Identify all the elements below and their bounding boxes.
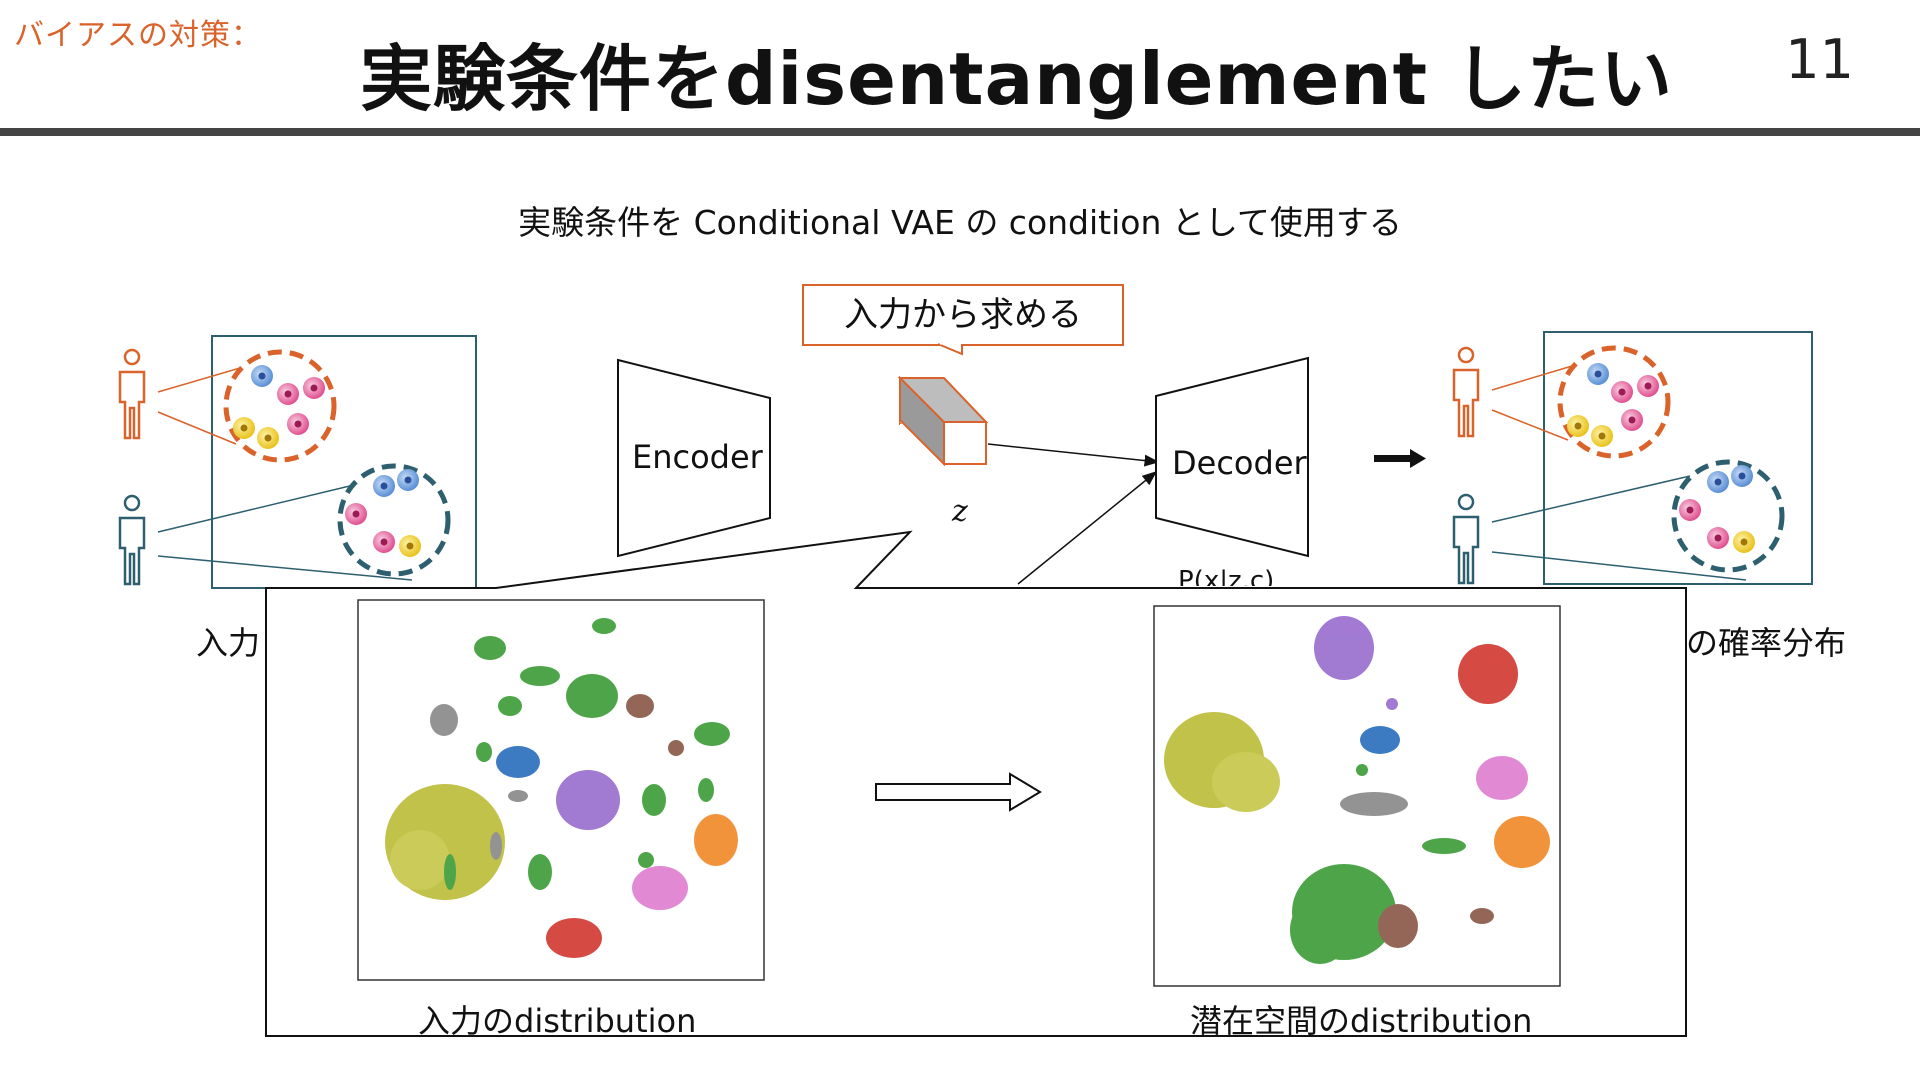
slide-subtitle: 実験条件を Conditional VAE の condition として使用す… — [518, 203, 1402, 242]
encoder-block — [617, 358, 771, 558]
person-icon — [1452, 346, 1480, 438]
transform-arrow-icon — [875, 772, 1042, 812]
cell-cluster-teal — [337, 463, 451, 577]
cell-icon — [233, 365, 325, 449]
person-icon — [1452, 493, 1480, 585]
cell-icon — [345, 469, 421, 557]
header-divider — [0, 128, 1920, 136]
cell-icon — [1679, 465, 1755, 553]
latent-umap-clusters — [1164, 616, 1550, 964]
cell-cluster-teal — [1671, 459, 1785, 573]
input-distribution-caption: 入力のdistribution — [418, 1002, 697, 1040]
latent-distribution-caption: 潜在空間のdistribution — [1190, 1002, 1533, 1040]
cell-cluster-orange — [223, 349, 337, 463]
person-icon — [118, 494, 146, 586]
output-arrow-icon — [1374, 449, 1426, 468]
input-umap-clusters — [385, 618, 738, 958]
condition-arrow — [1017, 471, 1158, 585]
encoder-label: Encoder — [632, 438, 763, 476]
latent-cube — [897, 375, 989, 467]
distribution-popup — [265, 530, 1687, 1037]
latent-label: z — [952, 494, 968, 529]
cell-cluster-orange — [1557, 345, 1671, 459]
output-caption-text: の確率分布 — [1686, 624, 1847, 662]
decoder-block — [1155, 356, 1309, 558]
section-label: バイアスの対策： — [14, 18, 262, 53]
output-box — [1543, 331, 1813, 585]
person-icon — [118, 348, 146, 440]
page-number: 11 — [1785, 28, 1854, 91]
output-caption: の確率分布 — [1686, 618, 1896, 664]
cell-icon — [1567, 363, 1659, 447]
input-caption: 入力 — [196, 624, 261, 662]
slide-title: 実験条件をdisentanglement したい — [360, 37, 1674, 121]
latent-callout: 入力から求める — [802, 284, 1124, 346]
decoder-output-label: P(x|z,c) — [1178, 566, 1275, 586]
output-sample-group — [1452, 331, 1813, 585]
latent-to-decoder-arrow — [987, 443, 1160, 467]
decoder-label: Decoder — [1172, 444, 1307, 482]
input-sample-group — [118, 335, 477, 589]
